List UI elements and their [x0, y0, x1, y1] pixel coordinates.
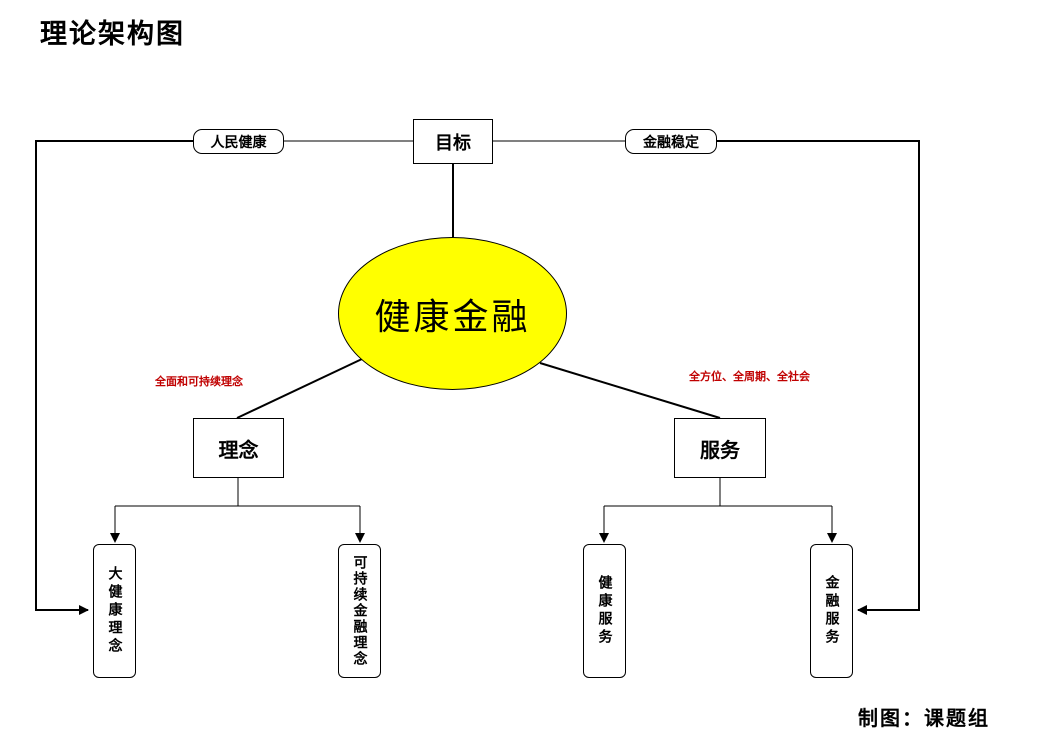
leaf-health-service: 健康服务 — [583, 544, 626, 678]
leaf-label: 大健康理念 — [106, 566, 123, 656]
concept-note: 全面和可持续理念 — [155, 375, 243, 388]
center-ellipse: 健康金融 — [338, 237, 567, 390]
credit-line: 制图：课题组 — [858, 706, 990, 730]
leaf-label: 可持续金融理念 — [351, 555, 368, 667]
leaf-label: 金融服务 — [823, 575, 840, 647]
center-label: 健康金融 — [374, 296, 531, 338]
service-box: 服务 — [674, 418, 766, 478]
service-note: 全方位、全周期、全社会 — [689, 370, 810, 383]
leaf-sustainable-finance-concept: 可持续金融理念 — [338, 544, 381, 678]
concept-box: 理念 — [193, 418, 284, 478]
goal-box: 目标 — [413, 119, 493, 164]
left-feedback-arrow — [35, 140, 193, 615]
center-concept-link — [236, 358, 363, 419]
center-service-link — [539, 362, 721, 419]
goal-left-label: 人民健康 — [193, 129, 284, 154]
leaf-label: 健康服务 — [596, 575, 613, 647]
goal-right-label: 金融稳定 — [625, 129, 717, 154]
leaf-big-health-concept: 大健康理念 — [93, 544, 136, 678]
leaf-financial-service: 金融服务 — [810, 544, 853, 678]
page-title: 理论架构图 — [40, 19, 185, 50]
right-feedback-arrow — [717, 140, 920, 615]
